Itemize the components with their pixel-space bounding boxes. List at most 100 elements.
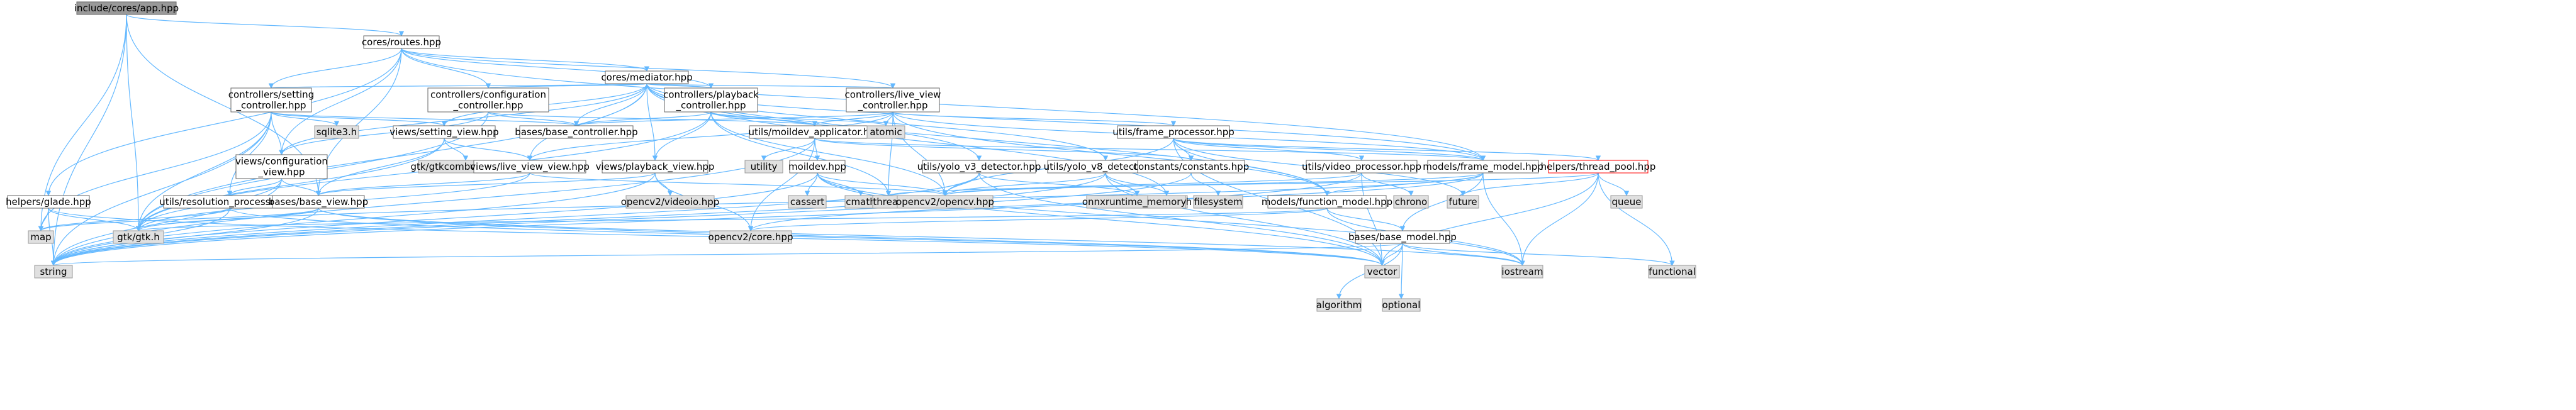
node-res-proc[interactable]: utils/resolution_processor.hpp — [159, 195, 300, 209]
node-setting-view[interactable]: views/setting_view.hpp — [389, 125, 499, 139]
edge-routes-to-config-view — [279, 48, 402, 155]
node-constants[interactable]: constants/constants.hpp — [1133, 160, 1249, 174]
edge-thread-pool-to-vector — [1379, 172, 1599, 266]
edge-yolo-v3-to-onnx — [978, 172, 1140, 196]
node-optional: optional — [1382, 298, 1421, 312]
edge-liveview-ctrl-to-live-view-view — [527, 111, 893, 161]
edge-config-ctrl-to-base-ctrl — [488, 111, 580, 126]
dependency-nodes: include/cores/app.hpp cores/routes.hpp cor… — [6, 1, 1696, 312]
node-chrono: chrono — [1393, 195, 1429, 209]
node-cassert: cassert — [788, 195, 827, 209]
node-liveview-ctrl[interactable]: controllers/live_view_controller.hpp — [845, 87, 941, 113]
node-cmath: cmath — [844, 195, 877, 209]
edge-config-ctrl-to-moildev-app — [488, 111, 817, 126]
edge-base-view-to-string — [50, 208, 319, 266]
edge-function-model-to-cv-core — [748, 208, 1328, 231]
edge-frame-model-to-function-model — [1324, 172, 1484, 196]
edge-frame-proc-to-function-model — [1173, 138, 1330, 196]
node-config-ctrl[interactable]: controllers/configuration_controller.hpp — [427, 87, 549, 113]
node-thread-pool[interactable]: helpers/thread_pool.hpp — [1541, 160, 1656, 174]
edge-routes-to-mediator — [401, 48, 650, 72]
edge-moildev-to-vector — [817, 172, 1385, 266]
node-playback-view[interactable]: views/playback_view.hpp — [596, 160, 715, 174]
edge-routes-to-playback-ctrl — [401, 48, 714, 89]
node-mediator[interactable]: cores/mediator.hpp — [601, 70, 693, 84]
node-sqlite3: sqlite3.h — [314, 125, 359, 139]
node-label: constants/constants.hpp — [1133, 161, 1249, 172]
edge-playback-ctrl-to-moildev-app — [710, 111, 818, 126]
node-future: future — [1447, 195, 1479, 209]
node-label: opencv2/core.hpp — [708, 231, 793, 243]
node-label: map — [30, 231, 51, 243]
node-base-view[interactable]: bases/base_view.hpp — [269, 195, 368, 209]
node-setting-ctrl[interactable]: controllers/setting_controller.hpp — [228, 87, 314, 113]
edge-yolo-v8-to-opencv — [942, 172, 1106, 196]
node-label: chrono — [1395, 196, 1427, 208]
node-cv-core: opencv2/core.hpp — [708, 230, 793, 244]
node-label: algorithm — [1316, 299, 1362, 311]
node-moildev-app[interactable]: utils/moildev_applicator.hpp — [748, 125, 882, 139]
edge-function-model-to-base-model — [1326, 208, 1406, 231]
edge-frame-proc-to-thread-pool — [1173, 138, 1601, 161]
node-functional: functional — [1648, 265, 1696, 279]
node-label: gtk/gtk.h — [117, 231, 160, 243]
node-base-ctrl[interactable]: bases/base_controller.hpp — [515, 125, 638, 139]
node-live-view-view[interactable]: views/live_view_view.hpp — [470, 160, 590, 174]
node-playback-ctrl[interactable]: controllers/playback_controller.hpp — [663, 87, 759, 113]
node-routes[interactable]: cores/routes.hpp — [362, 35, 441, 49]
edge-glade-to-gtk — [48, 208, 142, 231]
node-label: utility — [751, 161, 778, 172]
edge-routes-to-liveview-ctrl — [401, 48, 896, 89]
node-base-model[interactable]: bases/base_model.hpp — [1348, 230, 1457, 244]
edge-thread-pool-to-iostream — [1520, 172, 1599, 266]
node-frame-proc[interactable]: utils/frame_processor.hpp — [1112, 125, 1235, 139]
node-label: _controller.hpp — [858, 100, 928, 112]
node-config-view[interactable]: views/configuration_view.hpp — [235, 154, 328, 179]
node-glade[interactable]: helpers/glade.hpp — [6, 195, 91, 209]
edge-liveview-ctrl-to-frame-proc — [892, 111, 1176, 126]
edge-playback-ctrl-to-thread — [710, 111, 892, 196]
edge-config-view-to-string — [50, 178, 283, 266]
node-label: utils/yolo_v3_detector.hpp — [917, 161, 1041, 173]
node-yolo-v3[interactable]: utils/yolo_v3_detector.hpp — [917, 160, 1041, 174]
node-label: views/configuration — [235, 156, 328, 167]
edge-setting-ctrl-to-setting-view — [271, 111, 447, 126]
node-label: _controller.hpp — [676, 100, 746, 112]
node-label: queue — [1612, 196, 1642, 208]
edge-moildev-to-cmath — [817, 172, 864, 196]
edge-yolo-v8-to-string — [50, 172, 1106, 266]
edge-base-view-to-map — [38, 208, 319, 231]
node-label: utils/yolo_v8_detector.hpp — [1044, 161, 1168, 173]
node-video-proc[interactable]: utils/video_processor.hpp — [1302, 160, 1421, 174]
node-function-model[interactable]: models/function_model.hpp — [1262, 195, 1392, 209]
edge-playback-view-to-videoio — [654, 172, 673, 196]
node-root[interactable]: include/cores/app.hpp — [74, 1, 179, 15]
edge-base-view-to-gtk — [135, 208, 319, 231]
node-frame-model[interactable]: models/frame_model.hpp — [1423, 160, 1543, 174]
edge-moildev-to-cassert — [804, 172, 818, 196]
edge-res-proc-to-map — [38, 208, 230, 231]
edge-function-model-to-gtk — [136, 208, 1328, 231]
edge-root-to-map — [38, 14, 127, 231]
node-label: string — [40, 266, 67, 277]
node-moildev[interactable]: moildev.hpp — [788, 160, 846, 174]
node-label: cores/mediator.hpp — [601, 72, 692, 83]
edge-setting-view-to-gtkcombo — [444, 138, 469, 161]
edge-mediator-to-liveview-ctrl — [646, 83, 895, 89]
edge-setting-ctrl-to-base-ctrl — [271, 111, 579, 126]
node-thread: thread — [872, 195, 905, 209]
edge-config-ctrl-to-config-view — [279, 111, 489, 155]
node-label: controllers/configuration — [430, 89, 546, 101]
node-label: _controller.hpp — [453, 100, 524, 112]
edge-setting-ctrl-to-string — [50, 111, 272, 266]
edge-moildev-app-to-utility — [761, 138, 815, 161]
edge-playback-view-to-base-view — [316, 172, 656, 196]
edge-root-to-string — [50, 14, 127, 266]
edge-base-view-to-vector — [318, 208, 1385, 266]
node-label: helpers/glade.hpp — [6, 196, 91, 208]
edge-res-proc-to-vector — [229, 208, 1385, 266]
edge-routes-to-setting-ctrl — [268, 48, 402, 89]
edge-routes-to-glade — [45, 48, 402, 196]
node-utility: utility — [744, 160, 783, 174]
